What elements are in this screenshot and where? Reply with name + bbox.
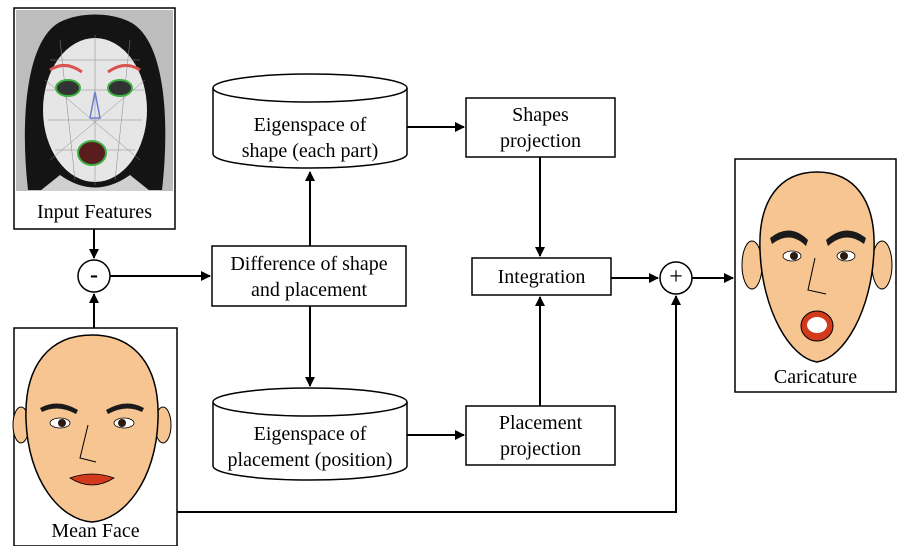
shapes-projection-line1: Shapes [512, 104, 569, 126]
difference-box [211, 245, 407, 307]
input-face-photo [16, 10, 173, 191]
mean-face-panel [12, 327, 178, 546]
minus-symbol: - [90, 262, 98, 288]
eig-place-line2: placement (position) [227, 449, 393, 471]
shapes-projection-box [465, 97, 616, 158]
placement-projection-line1: Placement [498, 412, 583, 434]
placement-projection-box [465, 405, 616, 466]
integration-label: Integration [497, 266, 586, 288]
mean-face-caption: Mean Face [51, 520, 140, 542]
eig-shape-line2: shape (each part) [241, 140, 379, 162]
difference-line1: Difference of shape [230, 253, 388, 275]
caricature-caption: Caricature [773, 366, 858, 388]
caricature-panel [734, 158, 897, 393]
input-features-panel [13, 7, 176, 230]
eigenspace-placement-cylinder [212, 387, 408, 481]
eig-place-line1: Eigenspace of [253, 423, 367, 445]
arrow-mean-to-plus [177, 295, 681, 513]
integration-box [471, 257, 612, 296]
placement-projection-line2: projection [499, 438, 582, 460]
eigenspace-shape-cylinder [212, 73, 408, 169]
eig-shape-line1: Eigenspace of [253, 114, 367, 136]
mean-face-drawing [12, 334, 172, 523]
difference-line2: and placement [250, 279, 368, 301]
caricature-face-drawing [741, 171, 893, 363]
plus-symbol: + [669, 264, 683, 290]
shapes-projection-line2: projection [499, 130, 582, 152]
input-features-caption: Input Features [37, 201, 152, 223]
